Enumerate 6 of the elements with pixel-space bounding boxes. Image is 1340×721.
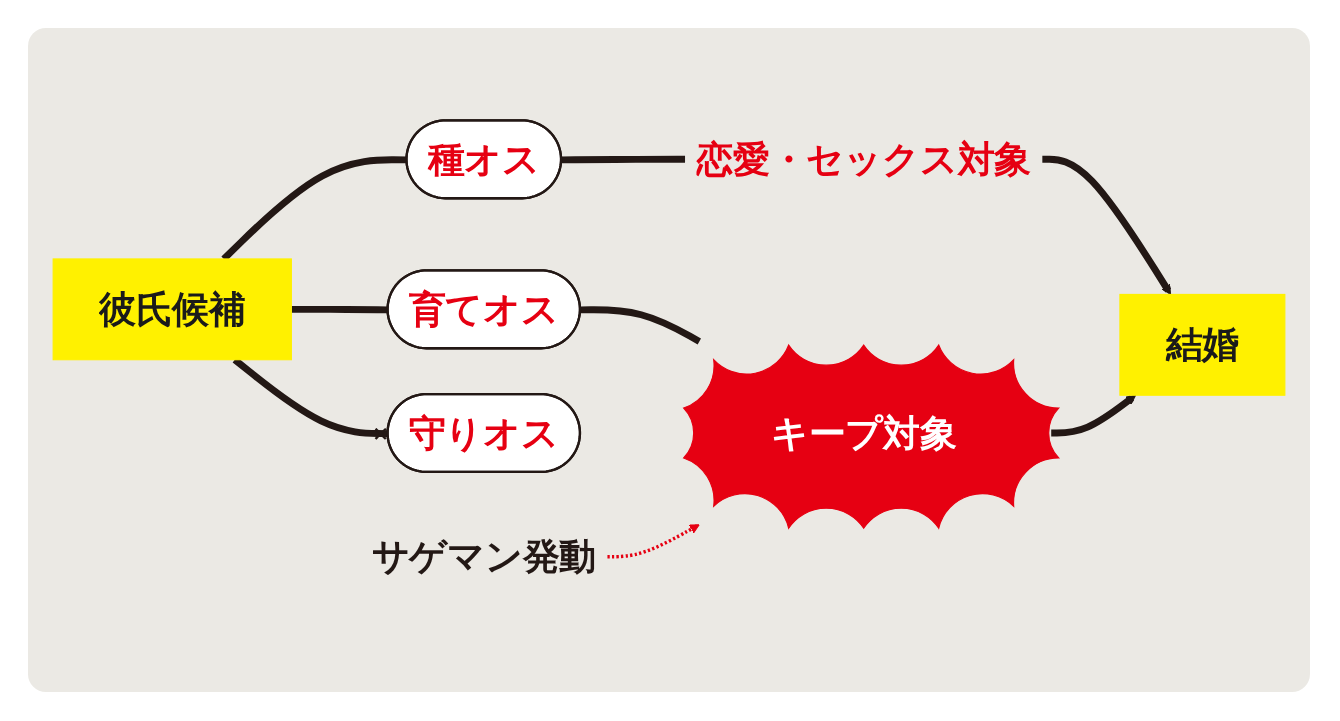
connector <box>561 155 686 164</box>
node-text: サゲマン発動 <box>371 534 596 579</box>
arrow <box>1051 394 1137 437</box>
connector <box>580 306 701 345</box>
connector <box>291 305 389 314</box>
arrow <box>607 524 700 559</box>
